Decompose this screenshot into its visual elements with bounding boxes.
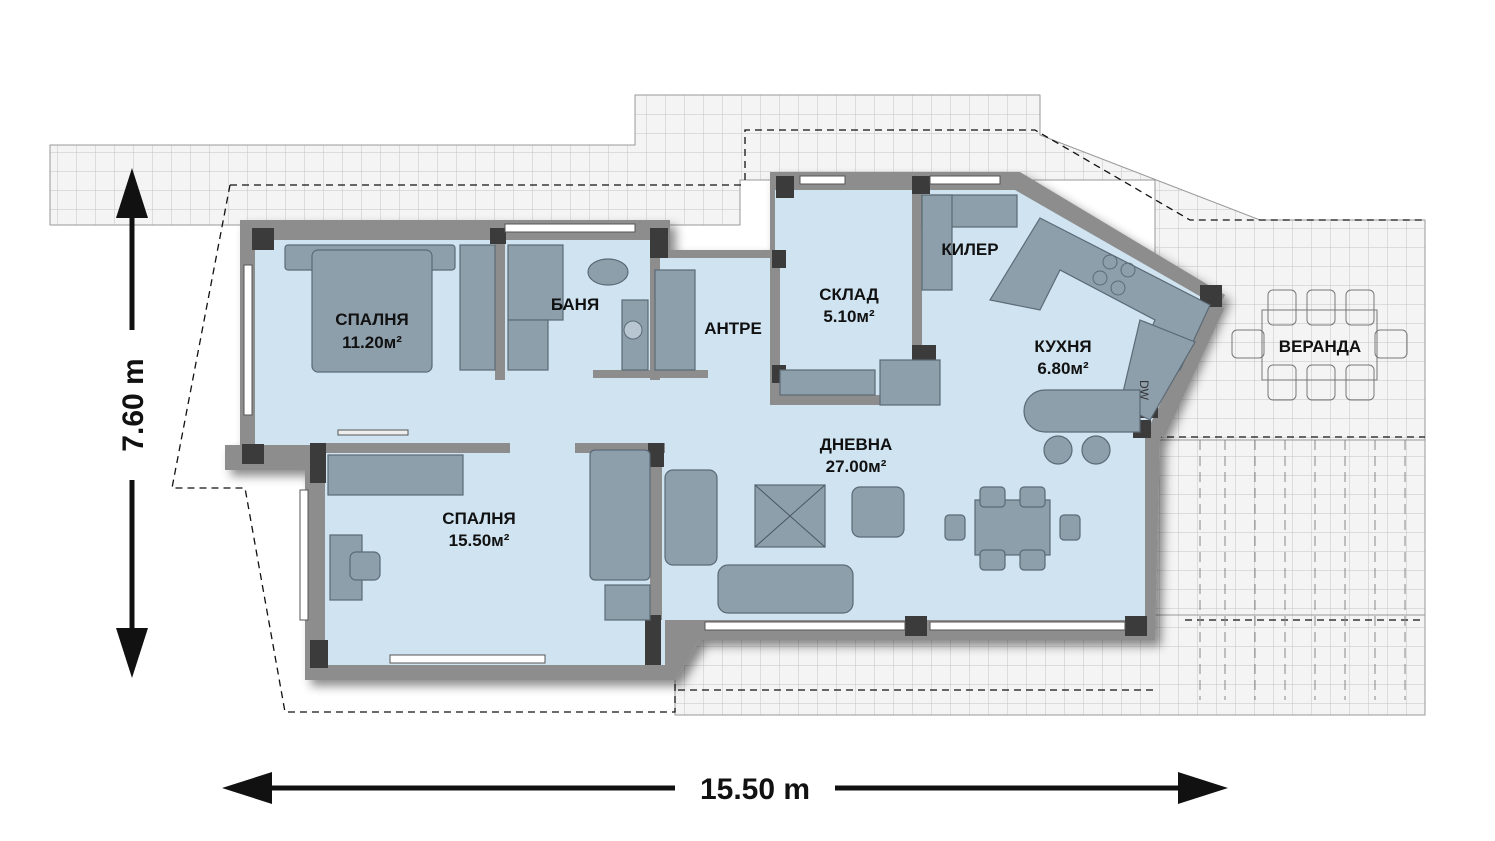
arrowhead-icon	[116, 168, 148, 218]
veranda-dining-set	[1231, 289, 1408, 401]
height-dimension: 7.60 m	[116, 168, 150, 678]
single-bed	[589, 449, 651, 581]
dining-table	[974, 499, 1051, 556]
windows	[243, 175, 1126, 664]
bedroom1-name: СПАЛНЯ	[335, 310, 408, 329]
width-dimension: 15.50 m	[222, 772, 1228, 806]
hall-cabinet	[654, 269, 696, 371]
bedroom2-name: СПАЛНЯ	[442, 509, 515, 528]
armchair	[851, 486, 905, 538]
kitchen-name: КУХНЯ	[1034, 337, 1091, 356]
storage-shelf	[779, 369, 876, 396]
shower	[507, 244, 564, 321]
bathtub	[507, 319, 549, 371]
arrowhead-icon	[222, 772, 272, 804]
armchair-sofa	[664, 469, 718, 566]
bar-stool	[1043, 435, 1073, 465]
bathroom-name: БАНЯ	[551, 295, 599, 314]
bedroom2-wardrobe	[327, 454, 464, 496]
storage-area: 5.10м²	[823, 307, 875, 326]
living-area: 27.00м²	[826, 457, 887, 476]
desk-chair	[349, 551, 381, 581]
kitchen-area: 6.80м²	[1037, 359, 1089, 378]
double-bed	[311, 249, 433, 373]
kitchen-island	[1023, 389, 1141, 433]
toilet	[587, 258, 629, 286]
stairs	[879, 359, 941, 406]
furniture: DW	[284, 194, 1408, 621]
height-label: 7.60 m	[117, 358, 150, 451]
bedroom1-area: 11.20м²	[342, 333, 402, 352]
arrowhead-icon	[116, 628, 148, 678]
pantry-name: КИЛЕР	[941, 240, 998, 259]
storage-name: СКЛАД	[819, 285, 879, 304]
room-labels: СПАЛНЯ 11.20м² БАНЯ АНТРЕ СКЛАД 5.10м² К…	[335, 240, 1361, 550]
wardrobe	[459, 244, 496, 371]
hallway-name: АНТРЕ	[704, 319, 762, 338]
bar-stool	[1081, 435, 1111, 465]
pantry-shelf-side	[921, 194, 953, 291]
sofa	[717, 564, 854, 614]
pergola-beams	[1199, 440, 1406, 700]
living-name: ДНЕВНА	[820, 435, 893, 454]
arrowhead-icon	[1178, 772, 1228, 804]
bedroom2-area: 15.50м²	[449, 531, 510, 550]
veranda-name: ВЕРАНДА	[1279, 337, 1361, 356]
width-label: 15.50 m	[700, 773, 810, 806]
